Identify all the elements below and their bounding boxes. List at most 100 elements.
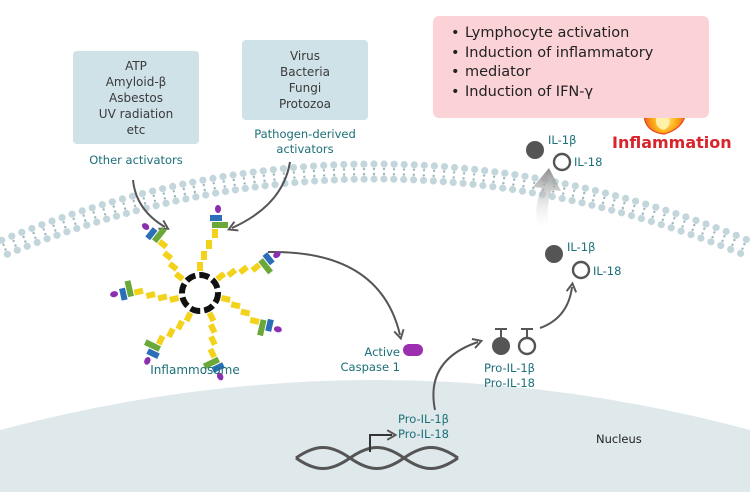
membrane-lipid [372, 167, 376, 171]
membrane-lipid [122, 209, 130, 217]
membrane-lipid [382, 167, 386, 171]
membrane-lipid [251, 183, 259, 191]
membrane-lipid [88, 204, 96, 212]
membrane-lipid [352, 168, 356, 171]
membrane-lipid [261, 182, 269, 190]
membrane-lipid [737, 249, 745, 257]
membrane-lipid [380, 175, 388, 183]
membrane-lipid [212, 182, 215, 185]
membrane-lipid [702, 220, 710, 228]
membrane-lipid [263, 179, 266, 182]
membrane-lipid [162, 192, 165, 195]
membrane-lipid [78, 207, 86, 215]
membrane-lipid [23, 242, 31, 250]
membrane-lipid [429, 177, 437, 185]
cell-membrane [0, 160, 750, 258]
membrane-lipid [523, 180, 526, 183]
effect-item-continued: mediator [451, 63, 709, 83]
membrane-lipid [212, 189, 220, 197]
membrane-lipid [362, 167, 366, 171]
membrane-lipid [18, 228, 26, 236]
membrane-lipid [54, 229, 57, 232]
membrane-lipid [531, 174, 539, 182]
membrane-lipid [583, 191, 586, 195]
membrane-lipid [682, 213, 690, 221]
pathogen-item: Virus [289, 49, 321, 63]
membrane-lipid [352, 173, 356, 176]
membrane-lipid [0, 236, 6, 244]
il1b-dot-mid [545, 245, 563, 263]
membrane-lipid [723, 235, 726, 238]
membrane-lipid [581, 196, 585, 200]
membrane-lipid [603, 196, 606, 200]
membrane-lipid [320, 176, 329, 184]
membrane-lipid [573, 189, 576, 192]
membrane-lipid [138, 190, 147, 198]
membrane-lipid [182, 187, 185, 191]
membrane-lipid [83, 221, 91, 229]
membrane-lipid [518, 187, 527, 195]
membrane-lipid [631, 209, 635, 212]
membrane-lipid [472, 178, 475, 181]
membrane-lipid [733, 238, 736, 242]
other-activator-item: Asbestos [108, 90, 163, 105]
membrane-lipid [450, 163, 459, 172]
membrane-lipid [452, 176, 455, 179]
caspase-label: Active Caspase 1 [332, 345, 400, 375]
nucleus-label: Nucleus [596, 432, 642, 446]
membrane-lipid [611, 204, 615, 207]
membrane-lipid [213, 187, 216, 190]
membrane-lipid [92, 211, 95, 214]
membrane-lipid [591, 199, 595, 202]
pro-cytokines-label: Pro-IL-1β Pro-IL-18 [484, 361, 535, 391]
membrane-lipid [22, 235, 25, 239]
membrane-lipid [128, 192, 137, 200]
membrane-lipid [163, 197, 167, 200]
membrane-lipid [2, 243, 5, 247]
membrane-lipid [432, 174, 435, 178]
membrane-lipid [103, 215, 111, 223]
membrane-lipid [641, 212, 645, 215]
membrane-lipid [392, 168, 396, 171]
membrane-lipid [63, 228, 71, 236]
membrane-lipid [422, 169, 426, 172]
membrane-lipid [301, 178, 309, 186]
other-activator-item: etc [126, 122, 146, 137]
membrane-lipid [330, 176, 338, 184]
membrane-lipid [578, 199, 586, 207]
membrane-lipid [153, 199, 157, 202]
membrane-lipid [323, 174, 326, 177]
membrane-lipid [469, 180, 477, 188]
membrane-lipid [533, 181, 536, 185]
dna-il1b-label: Pro-IL-1β [398, 412, 450, 426]
membrane-lipid [461, 164, 469, 172]
membrane-lipid [492, 175, 496, 178]
membrane-lipid [64, 225, 67, 229]
membrane-lipid [430, 162, 438, 170]
membrane-lipid [502, 177, 506, 180]
caspase-pill [403, 344, 423, 356]
pathogen-item: Fungi [288, 81, 322, 95]
membrane-lipid [432, 169, 436, 173]
other-activator-item: ATP [125, 58, 147, 73]
inflammasome-arm [110, 280, 180, 303]
membrane-lipid [452, 171, 456, 174]
membrane-lipid [132, 207, 140, 215]
membrane-lipid [653, 210, 656, 214]
membrane-lipid [701, 232, 704, 235]
membrane-lipid [593, 194, 596, 197]
membrane-lipid [548, 192, 556, 201]
membrane-lipid [310, 162, 318, 170]
membrane-lipid [33, 238, 41, 247]
membrane-lipid [313, 174, 316, 178]
membrane-lipid [442, 170, 446, 173]
membrane-lipid [717, 241, 725, 250]
membrane-lipid [142, 197, 145, 200]
membrane-lipid [203, 188, 206, 192]
membrane-lipid [591, 187, 600, 195]
membrane-lipid [72, 217, 75, 221]
membrane-lipid [3, 250, 11, 258]
membrane-lipid [12, 239, 15, 243]
il18-ring-mid [571, 260, 591, 280]
membrane-lipid [223, 185, 226, 188]
